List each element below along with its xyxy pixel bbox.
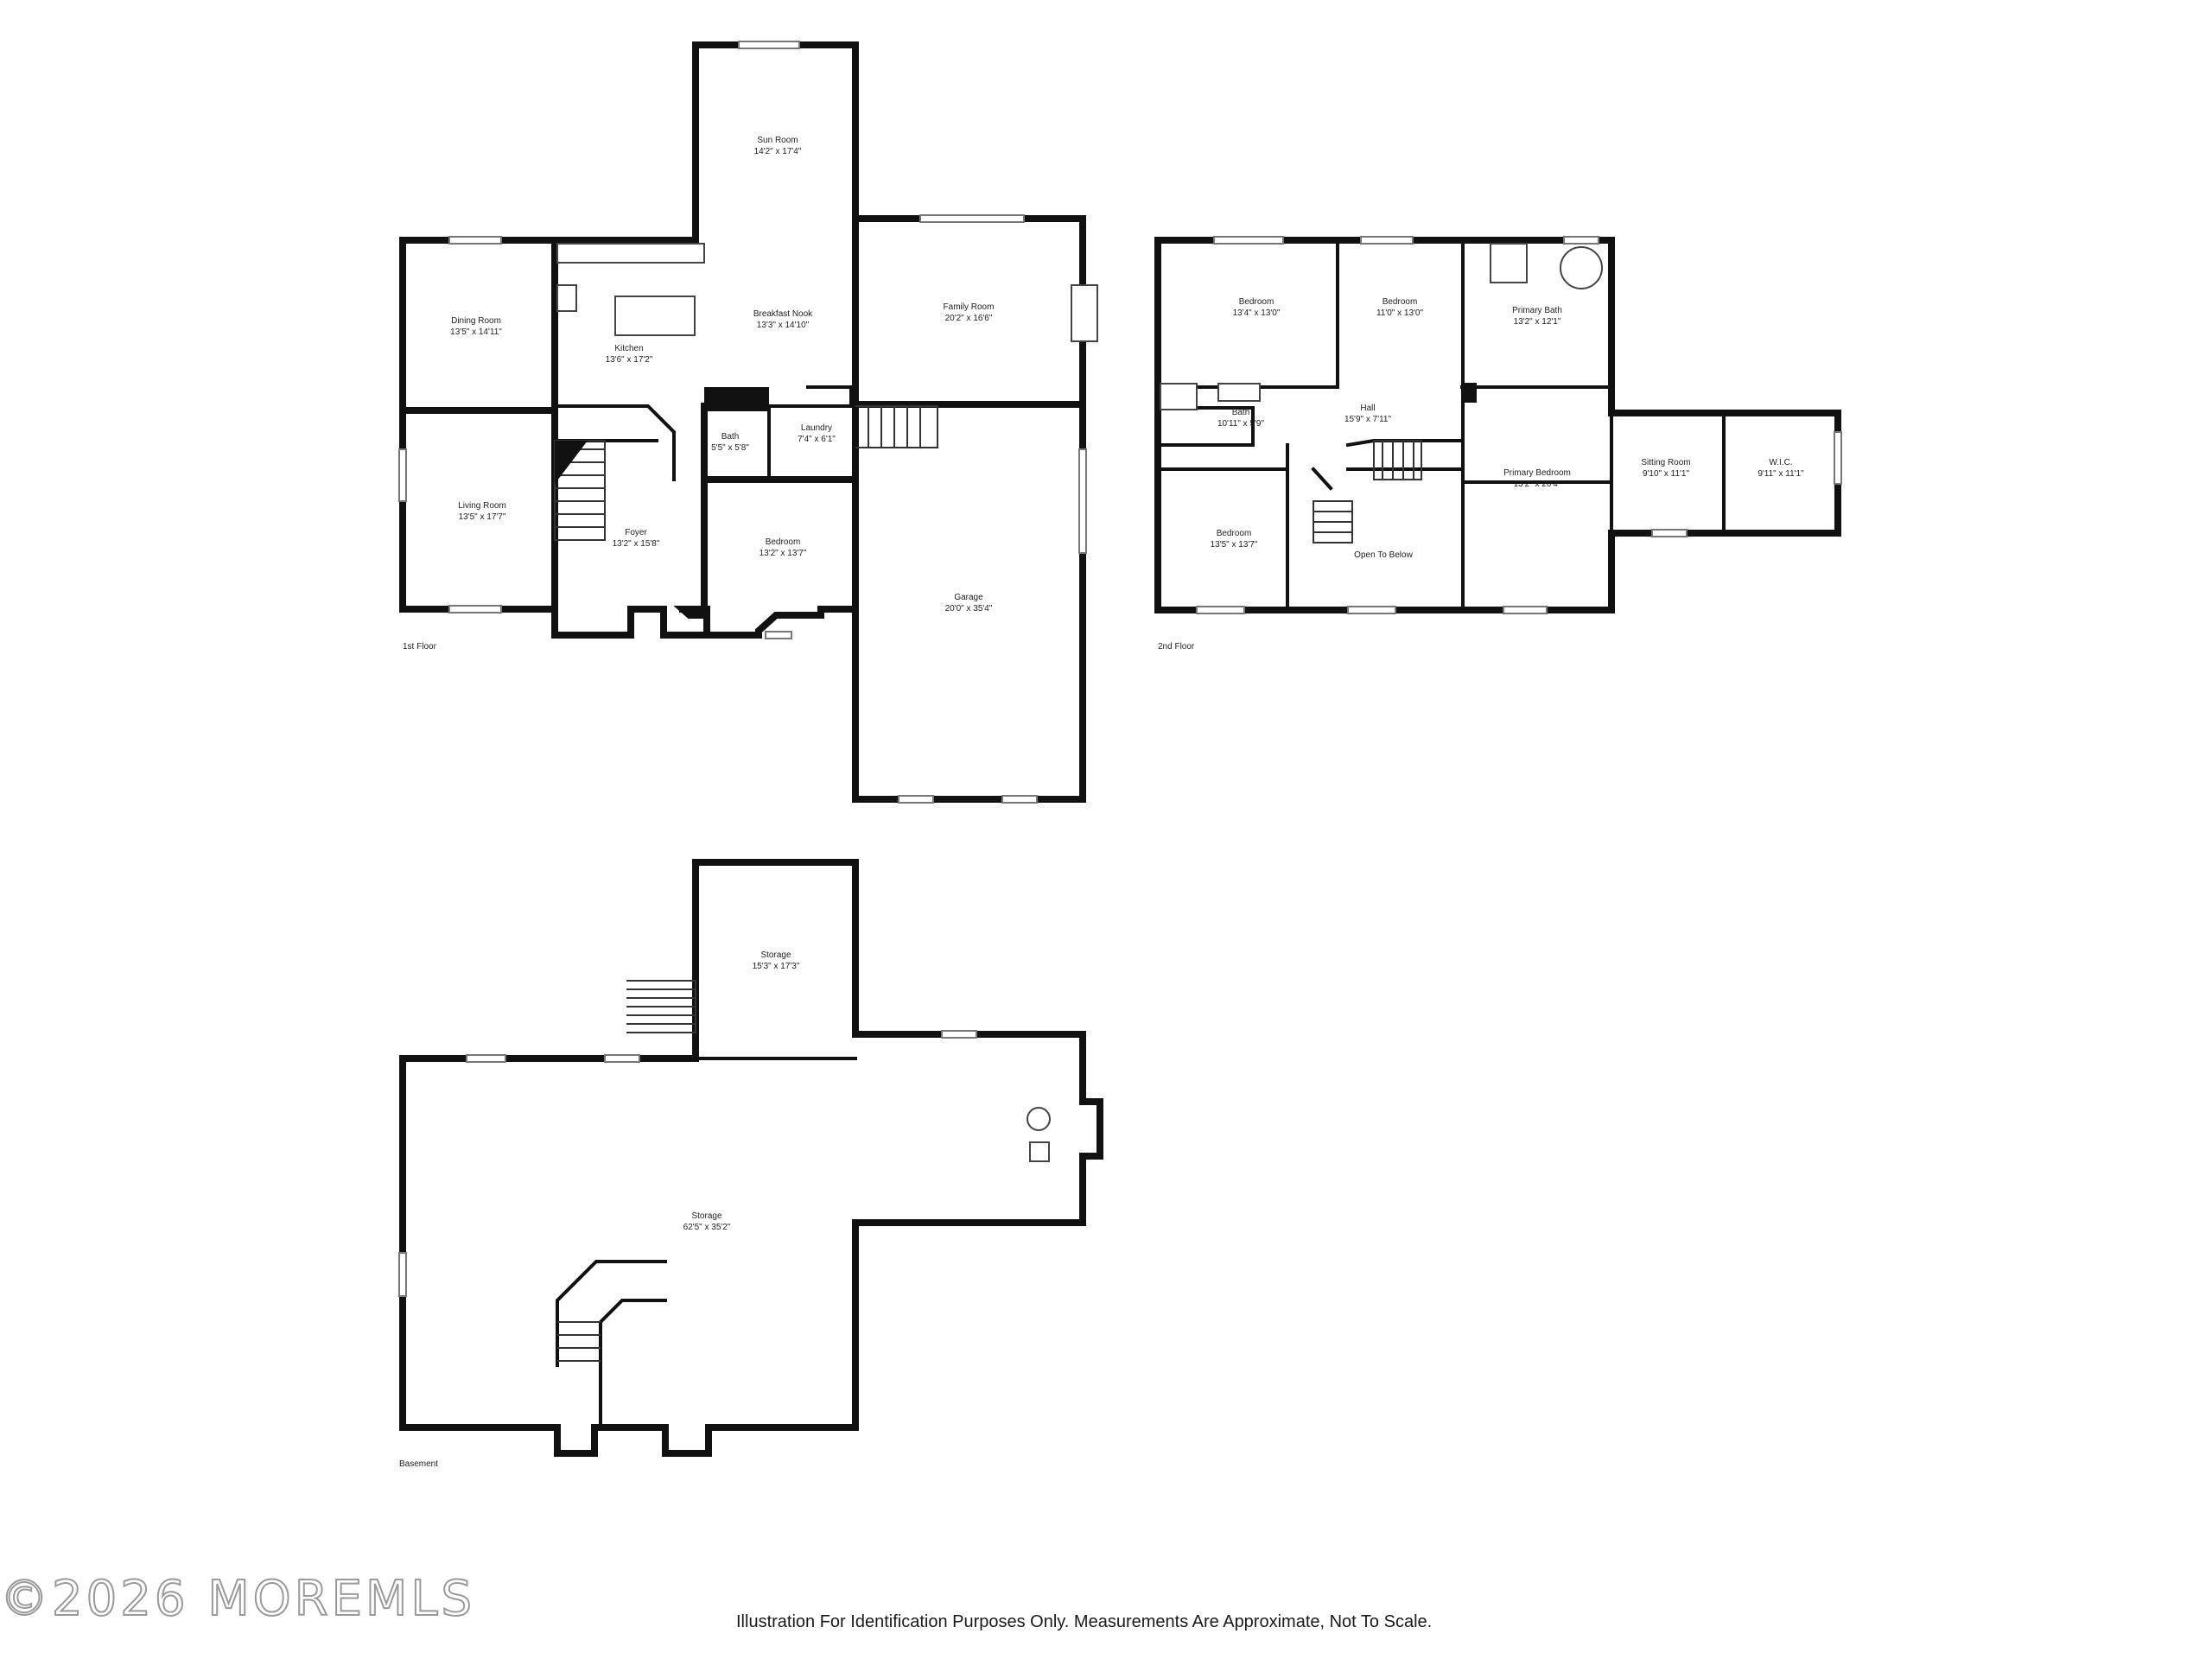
room-dimensions: 62'5" x 35'2" [683, 1223, 731, 1232]
room-dimensions: 20'0" x 35'4" [945, 604, 993, 613]
room-dimensions: 13'2" x 13'7" [760, 549, 807, 558]
room-name: W.I.C. [1769, 458, 1792, 467]
chimney-block [704, 387, 769, 411]
kitchen-range [556, 284, 577, 312]
utility-box [1029, 1141, 1050, 1162]
room-dimensions: 13'2" x 12'1" [1514, 317, 1561, 327]
room-name: Bath [1232, 408, 1250, 417]
room-name: Storage [760, 950, 791, 960]
room-dimensions: 13'2" x 20'4" [1514, 480, 1561, 489]
room-dimensions: 20'2" x 16'6" [945, 314, 993, 323]
floor-label: 1st Floor [403, 642, 437, 652]
basement-exterior-wall [399, 859, 1103, 1457]
watermark-text: ©2026 MOREMLS [0, 1570, 476, 1628]
bathtub [1160, 383, 1198, 410]
first-floor-exterior-wall [399, 237, 558, 613]
room-name: Primary Bedroom [1503, 468, 1571, 478]
room-name: Bedroom [1239, 297, 1274, 307]
room-name: Primary Bath [1512, 306, 1562, 315]
second-floor-windows [1196, 236, 1842, 614]
shower [1490, 243, 1528, 283]
room-name: Garage [954, 593, 983, 602]
room-dimensions: 13'5" x 17'7" [459, 512, 506, 522]
room-name: Bath [721, 432, 740, 442]
first-floor-windows [398, 41, 1087, 804]
room-name: Sitting Room [1641, 458, 1690, 467]
room-dimensions: 14'2" x 17'4" [754, 147, 802, 156]
first-floor-stairs [554, 405, 938, 541]
room-dimensions: 13'4" x 13'0" [1233, 308, 1281, 318]
room-name: Bedroom [1382, 297, 1418, 307]
floor-label: Basement [399, 1459, 438, 1469]
disclaimer-text: Illustration For Identification Purposes… [736, 1612, 1433, 1631]
room-dimensions: 15'9" x 7'11" [1344, 415, 1392, 424]
room-name: Foyer [625, 528, 647, 537]
room-dimensions: 13'5" x 13'7" [1211, 540, 1258, 550]
room-name: Kitchen [614, 344, 643, 353]
room-dimensions: 13'2" x 15'8" [613, 539, 660, 549]
first-floor-center-wall [551, 41, 1086, 803]
room-dimensions: 15'3" x 17'3" [753, 962, 800, 971]
room-name: Open To Below [1354, 550, 1413, 560]
room-dimensions: 10'11" x 5'9" [1217, 419, 1265, 429]
second-floor-exterior-wall [1154, 237, 1841, 613]
room-name: Hall [1360, 404, 1375, 413]
kitchen-island [614, 296, 696, 336]
second-floor-plan: Bedroom 13'4" x 13'0" Bedroom 11'0" x 13… [1154, 236, 1842, 652]
room-name: Bedroom [766, 537, 801, 547]
first-floor-plan: Sun Room 14'2" x 17'4" Dining Room 13'5"… [398, 41, 1098, 804]
room-dimensions: 9'10" x 11'1" [1643, 469, 1690, 479]
room-name: Storage [691, 1211, 721, 1221]
room-dimensions: 5'5" x 5'8" [711, 443, 749, 453]
vanity [1217, 383, 1261, 402]
fireplace [1071, 284, 1098, 342]
room-dimensions: 13'5" x 14'11" [450, 327, 502, 337]
chimney-block [1463, 383, 1477, 403]
room-name: Family Room [944, 302, 995, 312]
basement-windows [398, 1030, 977, 1297]
room-name: Bedroom [1217, 529, 1252, 538]
utility-meter [1027, 1107, 1051, 1131]
room-name: Breakfast Nook [753, 309, 813, 319]
room-dimensions: 7'4" x 6'1" [798, 435, 836, 444]
basement-stair-walls [556, 1260, 667, 1429]
basement-plan: Storage 15'3" x 17'3" Storage 62'5" x 35… [398, 859, 1103, 1469]
soaking-tub [1560, 246, 1603, 289]
kitchen-counter [556, 243, 705, 264]
second-floor-stairs [1313, 440, 1422, 543]
room-name: Living Room [458, 501, 506, 511]
room-name: Laundry [801, 423, 832, 433]
room-dimensions: 11'0" x 13'0" [1376, 308, 1424, 318]
laundry-wall [767, 385, 857, 481]
basement-stairs [557, 980, 696, 1362]
room-name: Dining Room [451, 316, 501, 326]
room-name: Sun Room [757, 136, 798, 145]
room-dimensions: 13'3" x 14'10" [757, 321, 810, 330]
room-dimensions: 13'6" x 17'2" [606, 355, 653, 365]
floor-label: 2nd Floor [1158, 642, 1195, 652]
room-dimensions: 9'11" x 11'1" [1758, 469, 1804, 479]
